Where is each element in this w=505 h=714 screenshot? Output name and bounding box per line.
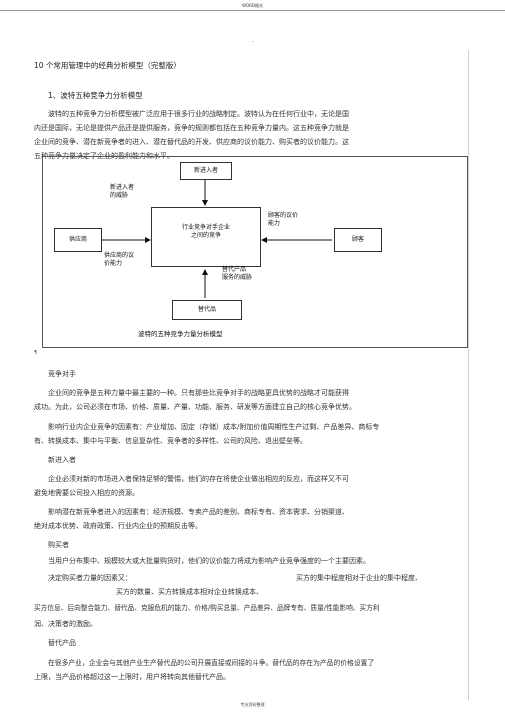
new-entrants-line: 影响潜在新竞争者进入的因素有：经济规模、专卖产品的差别、商标专有、资本需求、分销… (48, 508, 349, 516)
substitutes-heading: 替代产品 (48, 639, 76, 647)
intro-line: 企业间的竞争、潜在新竞争者的进入、潜在替代品的开发、供应商的议价能力、购买者的议… (34, 138, 349, 146)
new-entrants-line: 企业必须对新的市场进入者保持足够的警惕，他们的存在将使企业做出相应的反应，而这样… (48, 475, 349, 483)
section-heading-porter: 1、波特五种竞争力分析模型 (48, 91, 143, 100)
diagram-caption: 波特的五种竞争力量分析模型 (138, 330, 223, 338)
right-margin-rule (468, 50, 469, 700)
buyers-line: 当用户分布集中、规模较大或大批量购货时，他们的议价能力将成为影响产业竞争强度的一… (48, 557, 370, 565)
diagram-frame (42, 156, 468, 348)
new-entrants-box: 新进入者 (180, 162, 232, 180)
supplier-power-label: 供应商的议价能力 (104, 252, 135, 267)
competitors-line: 企业间的竞争是五种力量中最主要的一种。只有那些比竞争对手的战略更具优势的战略才可… (48, 389, 349, 397)
buyers-line: 买方的数量、买方转换成本相对企业转换成本、 (116, 588, 263, 596)
substitutes-threat-label: 替代产品服务的威胁 (222, 266, 253, 281)
competitors-line: 成功。为此，公司必须在市场、价格、质量、产量、功能、服务、研发等方面建立自己的核… (34, 403, 356, 411)
page-dot: . (252, 37, 254, 44)
intro-line: 内还是国际，无论是提供产品还是提供服务，竞争的规则都包括在五种竞争力量内。这五种… (34, 124, 349, 132)
new-entrants-threat-label: 新进入者的威胁 (110, 184, 135, 199)
substitutes-box: 替代品 (172, 300, 242, 320)
buyer-power-label: 顾客的议价能力 (268, 212, 299, 227)
header-divider (0, 10, 505, 11)
intro-line: 波特的五种竞争力分析模型被广泛应用于很多行业的战略制定。波特认为在任何行业中，无… (48, 110, 349, 118)
competitors-heading: 竞争对手 (48, 370, 76, 378)
buyers-line: 买方信息、后向整合能力、替代品、克服危机的能力、价格/购买总量、产品差异、品牌专… (34, 604, 380, 612)
industry-competitors-box: 行业竞争对手企业之间的竞争 (151, 207, 261, 267)
paragraph-mark: ¶ (34, 350, 38, 356)
buyers-heading: 购买者 (48, 541, 69, 549)
document-title: 10 个常用管理中的经典分析模型（完整版） (34, 61, 181, 70)
competitors-line: 有、转换成本、集中与平衡、信息复杂性、竞争者的多样性、公司的风险、退出壁垒等。 (34, 437, 307, 445)
buyers-line: 润、决策者的激励。 (34, 620, 97, 628)
new-entrants-heading: 新进入者 (48, 456, 76, 464)
page-header: WORD格式 (242, 3, 263, 8)
new-entrants-line: 避免地需要公司投入相应的资源。 (34, 489, 139, 497)
substitutes-line: 在很多产业，企业会与其他产业生产替代品的公司开展直接或间接的斗争。替代品的存在为… (48, 659, 375, 667)
suppliers-box: 供应商 (54, 228, 102, 252)
competitors-line: 影响行业内企业竞争的因素有：产业增加、固定（存储）成本/附加价值周期性生产过剩、… (48, 423, 380, 431)
buyers-line: 决定购买者力量的因素又： (48, 574, 132, 582)
buyers-line: 买方的集中程度相对于企业的集中程度、 (296, 574, 422, 582)
buyers-box: 顾客 (334, 228, 382, 252)
substitutes-line: 上限，当产品价格超过这一上限时，用户将转向其他替代产品。 (34, 673, 230, 681)
page-footer: 专业资料整理 (240, 702, 265, 707)
new-entrants-line: 绝对成本优势、政府政策、行业内企业的预期反击等。 (34, 522, 202, 530)
